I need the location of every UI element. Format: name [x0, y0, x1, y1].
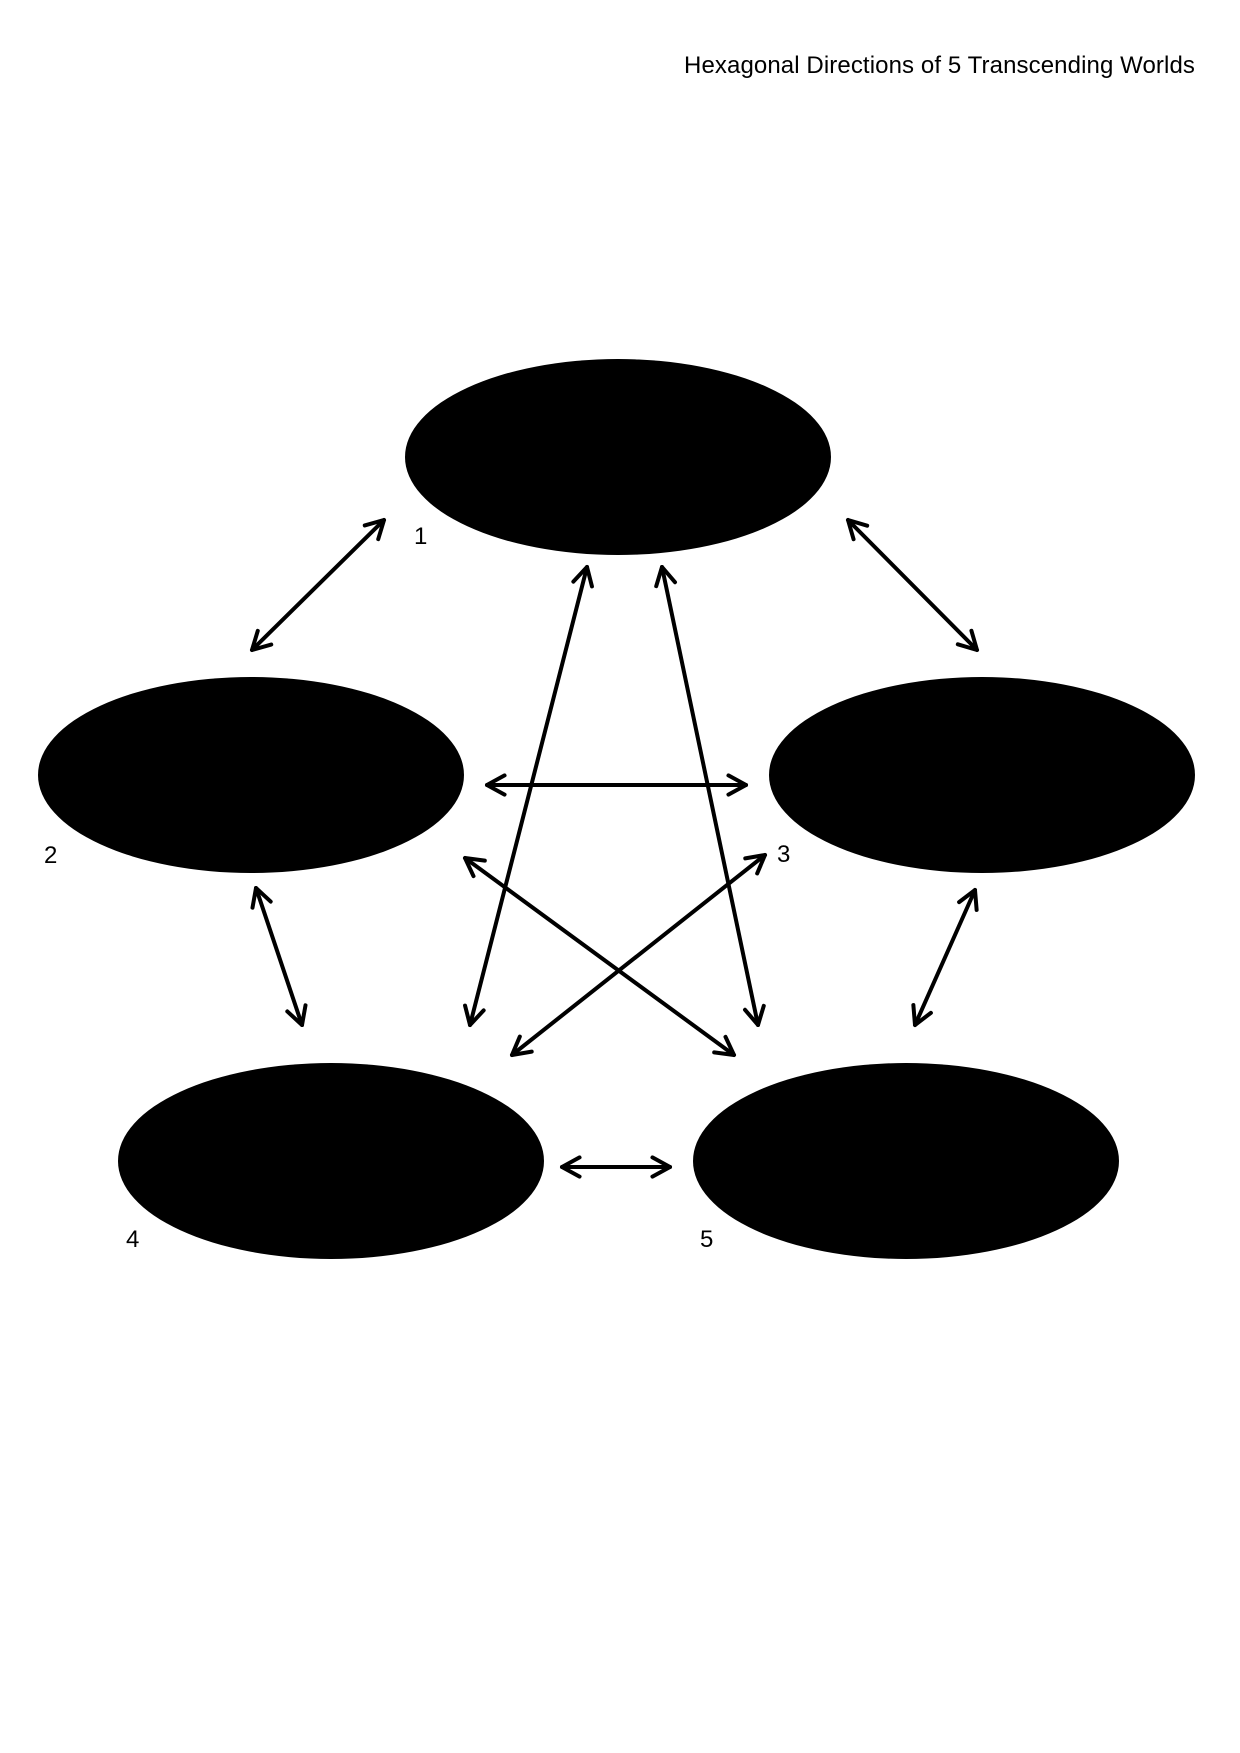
world-label-1: 1	[414, 523, 427, 550]
world-node-3[interactable]	[769, 677, 1195, 873]
node-labels-layer: 1 2 3 4 5	[44, 523, 790, 1253]
world-node-4[interactable]	[118, 1063, 544, 1259]
world-label-2: 2	[44, 842, 57, 869]
arrowhead-icon	[362, 518, 386, 542]
arrowhead-icon	[955, 628, 979, 652]
arrowhead-icon	[463, 1003, 486, 1027]
connector-2-5	[463, 856, 736, 1057]
world-node-5[interactable]	[693, 1063, 1119, 1259]
connector-3-5	[911, 888, 979, 1027]
connectors-layer	[250, 518, 979, 1179]
arrowhead-icon	[743, 853, 767, 876]
arrowhead-icon	[743, 1003, 766, 1027]
connector-2-3	[485, 773, 748, 797]
connector-4-5	[560, 1155, 672, 1179]
world-label-5: 5	[700, 1226, 713, 1253]
arrowhead-icon	[485, 773, 507, 797]
connector-line	[468, 565, 589, 1027]
connector-line	[250, 518, 386, 652]
arrowhead-icon	[250, 886, 273, 910]
world-label-3: 3	[777, 841, 790, 868]
world-label-4: 4	[126, 1226, 139, 1253]
connector-1-5	[654, 565, 766, 1027]
arrowhead-icon	[726, 773, 748, 797]
arrowhead-icon	[846, 518, 870, 542]
arrowhead-icon	[250, 628, 274, 652]
page-title: Hexagonal Directions of 5 Transcending W…	[684, 52, 1195, 79]
nodes-layer	[38, 359, 1195, 1259]
world-node-2[interactable]	[38, 677, 464, 873]
connector-1-3	[846, 518, 979, 652]
arrowhead-icon	[650, 1155, 672, 1179]
connector-line	[254, 886, 304, 1027]
arrowhead-icon	[463, 856, 487, 879]
arrowhead-icon	[712, 1034, 736, 1057]
arrowhead-icon	[285, 1003, 308, 1027]
connector-1-4	[463, 565, 594, 1027]
connector-3-4	[510, 853, 767, 1057]
connector-line	[660, 565, 760, 1027]
world-node-1[interactable]	[405, 359, 831, 555]
arrowhead-icon	[571, 565, 594, 589]
arrowhead-icon	[911, 1003, 933, 1027]
arrowhead-icon	[560, 1155, 582, 1179]
connector-2-4	[250, 886, 308, 1027]
arrowhead-icon	[654, 565, 677, 589]
connector-line	[913, 888, 977, 1027]
connector-line	[463, 856, 736, 1057]
connector-line	[846, 518, 979, 652]
arrowhead-icon	[510, 1034, 534, 1057]
connector-line	[510, 853, 767, 1057]
connector-1-2	[250, 518, 386, 652]
arrowhead-icon	[957, 888, 979, 912]
